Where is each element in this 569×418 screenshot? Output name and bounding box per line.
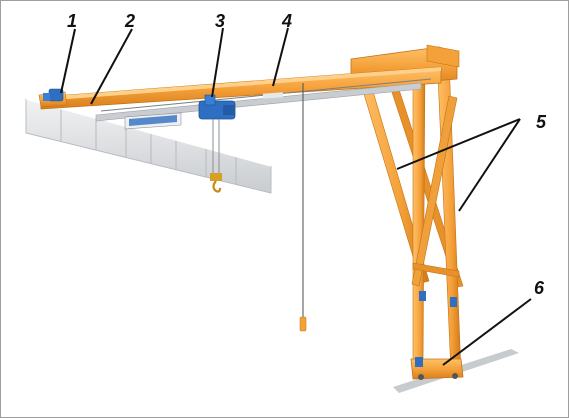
callout-2: 2 (124, 11, 135, 31)
leader-line-5a (396, 118, 521, 170)
leader-line-3 (211, 27, 224, 98)
callout-5: 5 (536, 112, 547, 132)
leader-line-6 (442, 298, 532, 366)
pendant-control (299, 83, 307, 332)
gantry-leg-frame (350, 44, 464, 374)
hoist-trolley (198, 94, 236, 193)
end-carriage-drive (38, 88, 68, 108)
leader-line-5b (458, 118, 521, 212)
crane-girder (40, 66, 442, 122)
leader-line-2 (90, 28, 133, 105)
leader-lines (60, 27, 532, 366)
callout-3: 3 (215, 11, 225, 31)
ground-travel-unit (393, 349, 519, 393)
callout-4: 4 (281, 11, 292, 31)
callout-6: 6 (534, 278, 545, 298)
leader-line-1 (60, 28, 76, 94)
callout-1: 1 (67, 11, 77, 31)
runway-beam (25, 98, 272, 194)
leader-line-4 (272, 27, 289, 87)
control-panel-box (124, 112, 182, 130)
